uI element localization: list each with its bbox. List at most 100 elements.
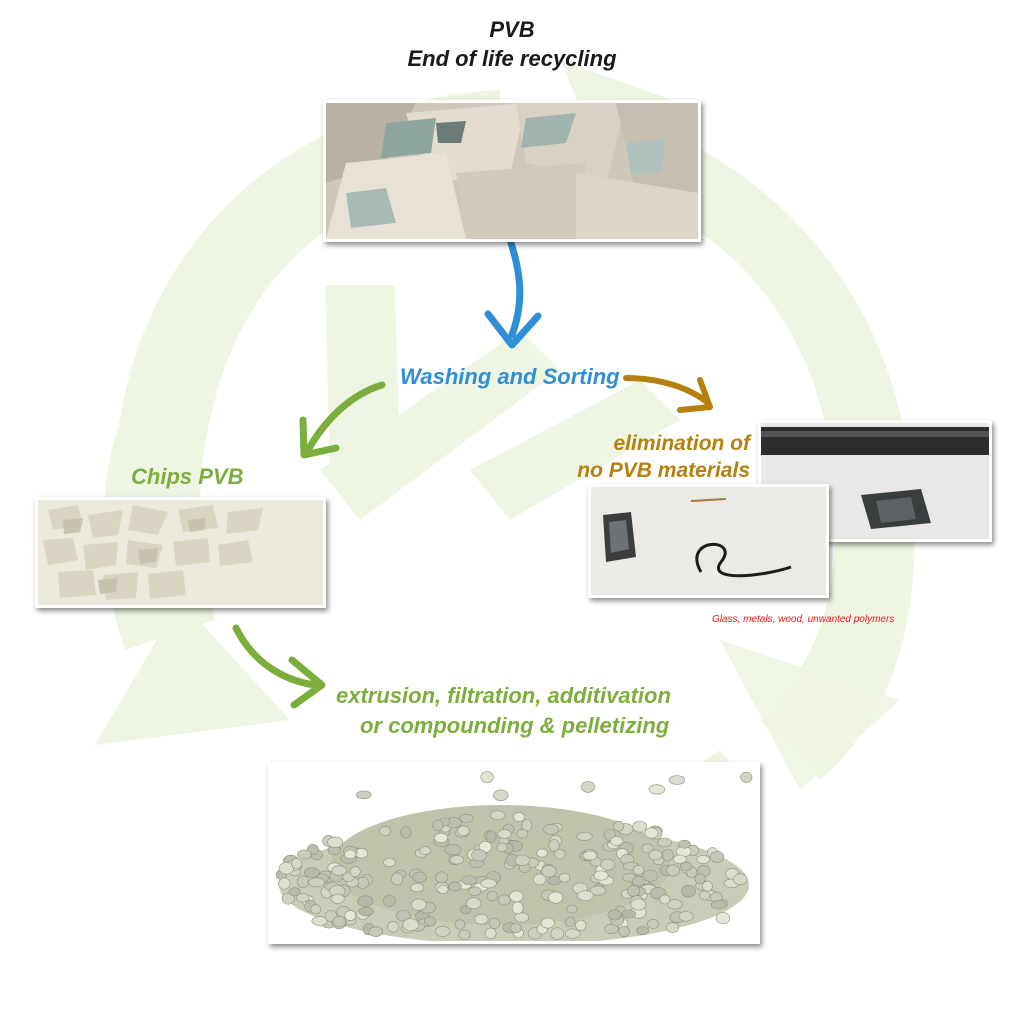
elimination-note: Glass, metals, wood, unwanted polymers (712, 614, 895, 625)
pellet (577, 890, 594, 901)
pellet (677, 839, 691, 849)
pellet (632, 865, 645, 875)
pellet (411, 898, 427, 911)
arrow-to-washing (484, 236, 542, 349)
pellet (497, 829, 512, 839)
pellet (434, 832, 449, 843)
pellet (489, 917, 501, 929)
pellet (484, 927, 497, 940)
pellet (458, 929, 471, 940)
pellet (434, 925, 451, 937)
pellet (432, 819, 444, 832)
pellet (410, 883, 425, 893)
pellet (327, 836, 344, 849)
pellet (480, 771, 494, 784)
pellet (278, 877, 291, 890)
pellet (368, 926, 384, 937)
pellet (540, 917, 555, 929)
pellet (474, 913, 489, 925)
pellet (667, 899, 683, 910)
pellet (621, 909, 637, 919)
pellet (311, 916, 328, 926)
step-elimination: elimination of no PVB materials (570, 430, 750, 485)
pellet (343, 849, 357, 860)
diagram-title: PVB End of life recycling (362, 16, 662, 73)
pellet (412, 871, 427, 883)
title-line-1: PVB (489, 17, 535, 42)
pellet (550, 927, 564, 940)
pellet (395, 910, 411, 922)
pellet (485, 830, 497, 844)
step-chips-pvb: Chips PVB (131, 464, 244, 489)
pellet (514, 854, 530, 866)
pellet (647, 918, 660, 929)
pellet (486, 891, 498, 902)
pellet (281, 892, 295, 905)
pellet (356, 790, 372, 800)
pellet (330, 893, 345, 904)
unwanted-materials-photo-2 (588, 484, 829, 598)
pellet (631, 875, 646, 887)
extrusion-line-2: or compounding & pelletizing (360, 712, 670, 738)
step-washing-sorting: Washing and Sorting (400, 364, 620, 389)
pellet (543, 824, 560, 835)
pellet (533, 873, 547, 886)
pellet (424, 916, 436, 927)
pellet (699, 890, 711, 901)
pellet (710, 851, 725, 863)
pellet (694, 873, 706, 885)
pellet (630, 898, 647, 911)
arrow-to-chips (299, 381, 386, 459)
pellet (641, 843, 654, 854)
pellet (288, 887, 301, 897)
pellet (668, 775, 686, 785)
pellet (449, 855, 464, 865)
pellet (582, 850, 598, 861)
pellet (657, 837, 672, 848)
pellet (310, 904, 322, 915)
pellet (454, 919, 466, 930)
pellet (291, 858, 303, 870)
pellet (564, 928, 581, 939)
pellet (349, 866, 361, 878)
pellet (498, 894, 511, 906)
pellet (297, 849, 312, 860)
pellet (733, 873, 748, 885)
pellet (681, 884, 696, 898)
pellet (471, 849, 487, 862)
pellet (558, 873, 571, 883)
pellet (466, 897, 482, 910)
pellet (575, 919, 587, 931)
pellet (659, 894, 671, 905)
pellet (554, 848, 566, 860)
pellet (604, 923, 619, 934)
pellet (715, 912, 731, 925)
pellet (548, 839, 560, 852)
pellet (304, 867, 320, 878)
pellet (514, 912, 529, 923)
pellet (642, 869, 659, 882)
pellet (610, 836, 624, 846)
elimination-line-2: no PVB materials (577, 459, 750, 483)
pellet (295, 892, 310, 903)
pellet (357, 895, 374, 907)
pellet (548, 891, 564, 904)
pellet (711, 899, 727, 910)
step-extrusion: extrusion, filtration, additivation or c… (336, 681, 671, 740)
pellet (308, 877, 325, 888)
pellet (593, 870, 609, 881)
arrow-to-elimination (623, 375, 713, 413)
pellet (600, 858, 616, 871)
pellet (448, 881, 462, 892)
pellet (297, 875, 309, 889)
pellet (383, 894, 396, 908)
pellet (701, 880, 713, 892)
pellets-graphic (271, 765, 757, 941)
pellet (513, 812, 526, 822)
pellet (648, 784, 666, 795)
pellet (636, 926, 650, 935)
pvb-pellets-photo (268, 762, 760, 944)
pellet (510, 923, 522, 933)
pellet (644, 827, 659, 839)
